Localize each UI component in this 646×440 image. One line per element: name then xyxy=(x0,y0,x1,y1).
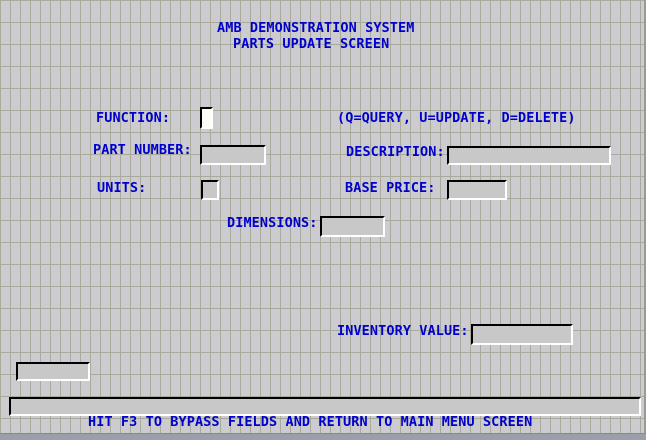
description-field[interactable] xyxy=(447,146,611,165)
footer-instruction: HIT F3 TO BYPASS FIELDS AND RETURN TO MA… xyxy=(88,414,533,430)
inventory-value-label: INVENTORY VALUE: xyxy=(337,323,469,339)
function-label: FUNCTION: xyxy=(96,110,171,126)
description-label: DESCRIPTION: xyxy=(346,144,445,160)
part-number-label: PART NUMBER: xyxy=(93,142,192,158)
function-field[interactable] xyxy=(200,107,213,129)
dimensions-field[interactable] xyxy=(320,216,385,237)
function-hint: (Q=QUERY, U=UPDATE, D=DELETE) xyxy=(337,110,576,126)
screen-subtitle: PARTS UPDATE SCREEN xyxy=(233,36,390,52)
units-label: UNITS: xyxy=(97,180,147,196)
units-field[interactable] xyxy=(201,180,219,200)
inventory-value-field[interactable] xyxy=(471,324,573,345)
window-bottom-edge xyxy=(0,433,646,440)
status-box-field[interactable] xyxy=(16,362,90,381)
message-bar[interactable] xyxy=(9,397,641,416)
part-number-field[interactable] xyxy=(200,145,266,165)
screen-title: AMB DEMONSTRATION SYSTEM xyxy=(217,20,415,36)
base-price-label: BASE PRICE: xyxy=(345,180,436,196)
dimensions-label: DIMENSIONS: xyxy=(227,215,318,231)
base-price-field[interactable] xyxy=(447,180,507,200)
